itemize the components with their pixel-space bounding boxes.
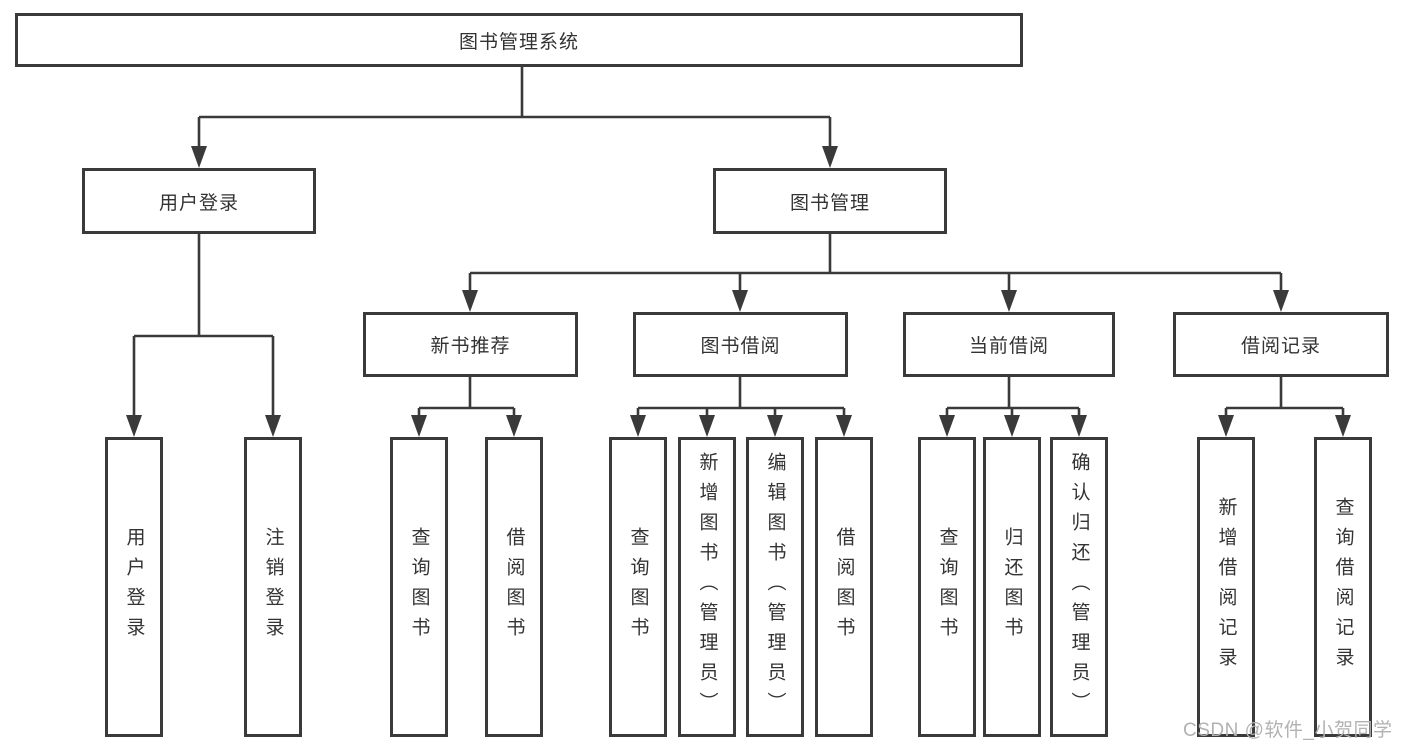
leaf-user-login: 用户登录 bbox=[105, 437, 163, 737]
node-new-book-recommend: 新书推荐 bbox=[363, 312, 578, 377]
leaf-confirm-return-admin: 确认归还（管理员） bbox=[1050, 437, 1108, 737]
leaf-label: 归还图书 bbox=[1001, 527, 1023, 647]
leaf-borrow-books-recommend: 借阅图书 bbox=[485, 437, 543, 737]
leaf-label: 借阅图书 bbox=[833, 527, 855, 647]
leaf-add-books-admin: 新增图书（管理员） bbox=[678, 437, 736, 737]
leaf-label: 借阅图书 bbox=[503, 527, 525, 647]
leaf-label: 查询图书 bbox=[627, 527, 649, 647]
node-current-borrow: 当前借阅 bbox=[903, 312, 1115, 377]
leaf-label: 查询图书 bbox=[936, 527, 958, 647]
leaf-return-books: 归还图书 bbox=[983, 437, 1041, 737]
leaf-query-books-recommend: 查询图书 bbox=[390, 437, 448, 737]
root-node-library-system: 图书管理系统 bbox=[15, 13, 1023, 67]
leaf-add-borrow-record: 新增借阅记录 bbox=[1197, 437, 1255, 737]
leaf-label: 编辑图书（管理员） bbox=[764, 452, 786, 722]
leaf-edit-books-admin: 编辑图书（管理员） bbox=[746, 437, 804, 737]
leaf-label: 新增借阅记录 bbox=[1215, 497, 1237, 677]
node-borrow-records: 借阅记录 bbox=[1173, 312, 1389, 377]
leaf-label: 用户登录 bbox=[123, 527, 145, 647]
leaf-label: 查询图书 bbox=[408, 527, 430, 647]
node-book-borrow: 图书借阅 bbox=[633, 312, 848, 377]
leaf-label: 确认归还（管理员） bbox=[1068, 452, 1090, 722]
node-book-management: 图书管理 bbox=[713, 168, 947, 234]
leaf-label: 查询借阅记录 bbox=[1332, 497, 1354, 677]
leaf-query-books-borrow: 查询图书 bbox=[609, 437, 667, 737]
leaf-query-books-current: 查询图书 bbox=[918, 437, 976, 737]
leaf-label: 新增图书（管理员） bbox=[696, 452, 718, 722]
leaf-logout: 注销登录 bbox=[244, 437, 302, 737]
leaf-query-borrow-record: 查询借阅记录 bbox=[1314, 437, 1372, 737]
csdn-watermark: CSDN @软件_小贺同学 bbox=[1183, 720, 1393, 741]
leaf-borrow-books: 借阅图书 bbox=[815, 437, 873, 737]
leaf-label: 注销登录 bbox=[262, 527, 284, 647]
node-user-login: 用户登录 bbox=[82, 168, 316, 234]
